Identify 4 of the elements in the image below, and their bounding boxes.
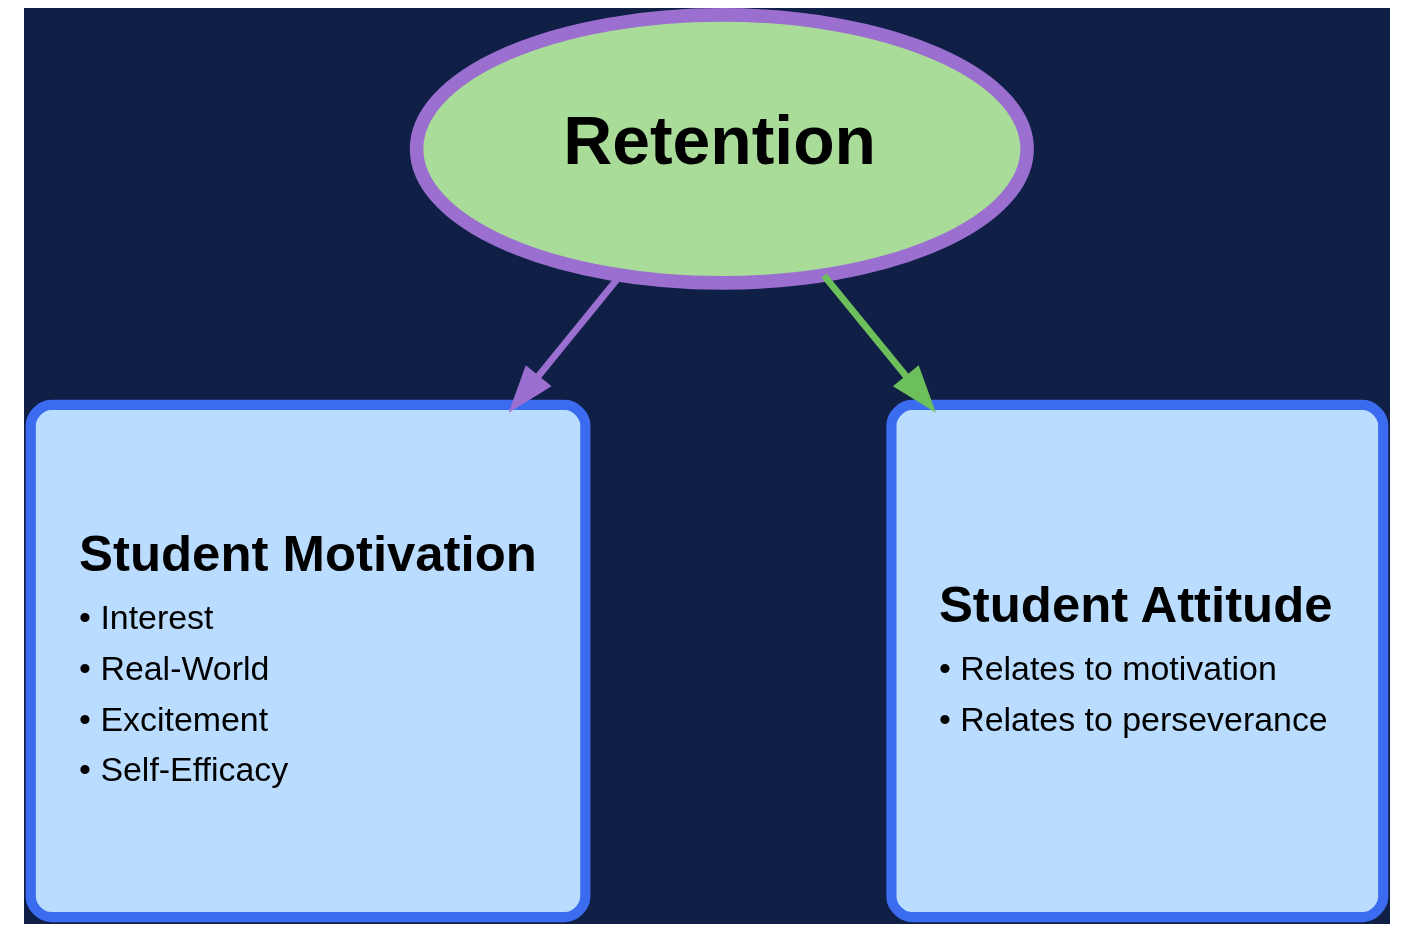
node-ellipse: Retention	[409, 8, 1034, 290]
node-box: Student Attitude • Relates to motivation • Relates to perseverance	[885, 399, 1388, 923]
node-box: Student Motivation • Interest • Real-World • Excitement • Self-Efficacy	[25, 399, 590, 923]
arrow	[820, 273, 936, 413]
